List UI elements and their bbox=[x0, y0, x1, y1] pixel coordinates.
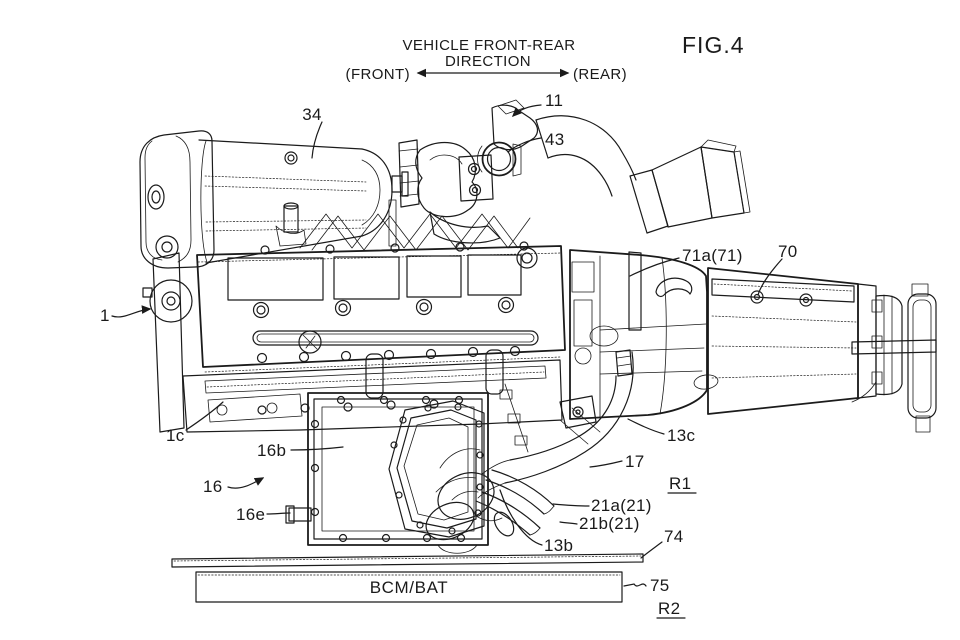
ref-74: 74 bbox=[664, 527, 684, 546]
pipe-21a bbox=[491, 469, 555, 507]
engine-line-drawing bbox=[139, 99, 937, 603]
gasket-plate-16b bbox=[388, 400, 485, 538]
ref-70: 70 bbox=[778, 242, 798, 261]
leader-75 bbox=[623, 583, 647, 587]
figure-number: FIG.4 bbox=[682, 32, 745, 58]
engine-block-1 bbox=[149, 199, 566, 433]
turbo-inlet-43 bbox=[481, 141, 517, 177]
rear-label: (REAR) bbox=[573, 66, 627, 83]
leader-21b bbox=[559, 521, 578, 525]
leader-13b bbox=[499, 489, 543, 546]
intake-duct-rear bbox=[535, 115, 751, 234]
transmission-70 bbox=[707, 267, 937, 433]
ref-1c: 1c bbox=[166, 426, 185, 445]
leader-1c bbox=[185, 401, 224, 431]
leader-13c bbox=[627, 418, 665, 435]
leader-34 bbox=[311, 121, 323, 159]
ref-16e: 16e bbox=[236, 505, 265, 524]
leader-21a bbox=[552, 503, 590, 507]
ref-16b: 16b bbox=[257, 441, 286, 460]
leader-74 bbox=[640, 541, 663, 559]
bcm-bat-box-75 bbox=[195, 571, 623, 603]
leader-16e bbox=[266, 512, 291, 515]
leader-16b bbox=[290, 446, 344, 451]
ref-16: 16 bbox=[203, 477, 223, 496]
leader-16 bbox=[227, 477, 265, 489]
direction-title-line1: VEHICLE FRONT-REAR bbox=[402, 37, 575, 54]
leader-43 bbox=[507, 137, 542, 153]
bcm-bat-label: BCM/BAT bbox=[370, 578, 449, 597]
leader-17 bbox=[589, 460, 623, 468]
turbocharger-11 bbox=[398, 99, 539, 244]
leader-11 bbox=[511, 104, 542, 118]
bellhousing-71a bbox=[569, 249, 719, 420]
oil-pan-16 bbox=[285, 392, 489, 554]
catalyst-bracket-17 bbox=[559, 395, 597, 429]
floor-panel-74 bbox=[171, 553, 644, 568]
direction-title-line2: DIRECTION bbox=[445, 53, 531, 70]
pipe-21b bbox=[481, 491, 541, 529]
ref-21b: 21b(21) bbox=[579, 514, 640, 533]
leader-71a bbox=[629, 257, 680, 277]
ref-r1: R1 bbox=[669, 474, 691, 493]
intake-canister-34 bbox=[139, 130, 409, 298]
ref-11: 11 bbox=[545, 91, 563, 110]
leader-lines bbox=[111, 68, 783, 619]
figure-labels: FIG.4 VEHICLE FRONT-REAR DIRECTION (FRON… bbox=[100, 32, 798, 618]
ref-34: 34 bbox=[302, 105, 322, 124]
leader-1 bbox=[111, 305, 152, 318]
ref-r2: R2 bbox=[658, 599, 680, 618]
exhaust-system bbox=[425, 349, 634, 541]
drain-fitting-16e bbox=[285, 505, 312, 524]
ref-75: 75 bbox=[650, 576, 670, 595]
front-label: (FRONT) bbox=[346, 66, 410, 83]
ref-1: 1 bbox=[100, 306, 110, 325]
leader-70 bbox=[757, 258, 783, 296]
exhaust-pipe-13c bbox=[504, 351, 634, 484]
ref-21a: 21a(21) bbox=[591, 496, 652, 515]
ref-17: 17 bbox=[625, 452, 645, 471]
ref-43: 43 bbox=[545, 130, 565, 149]
ref-13c: 13c bbox=[667, 426, 696, 445]
ref-71a: 71a(71) bbox=[682, 246, 743, 265]
ref-13b: 13b bbox=[544, 536, 573, 555]
